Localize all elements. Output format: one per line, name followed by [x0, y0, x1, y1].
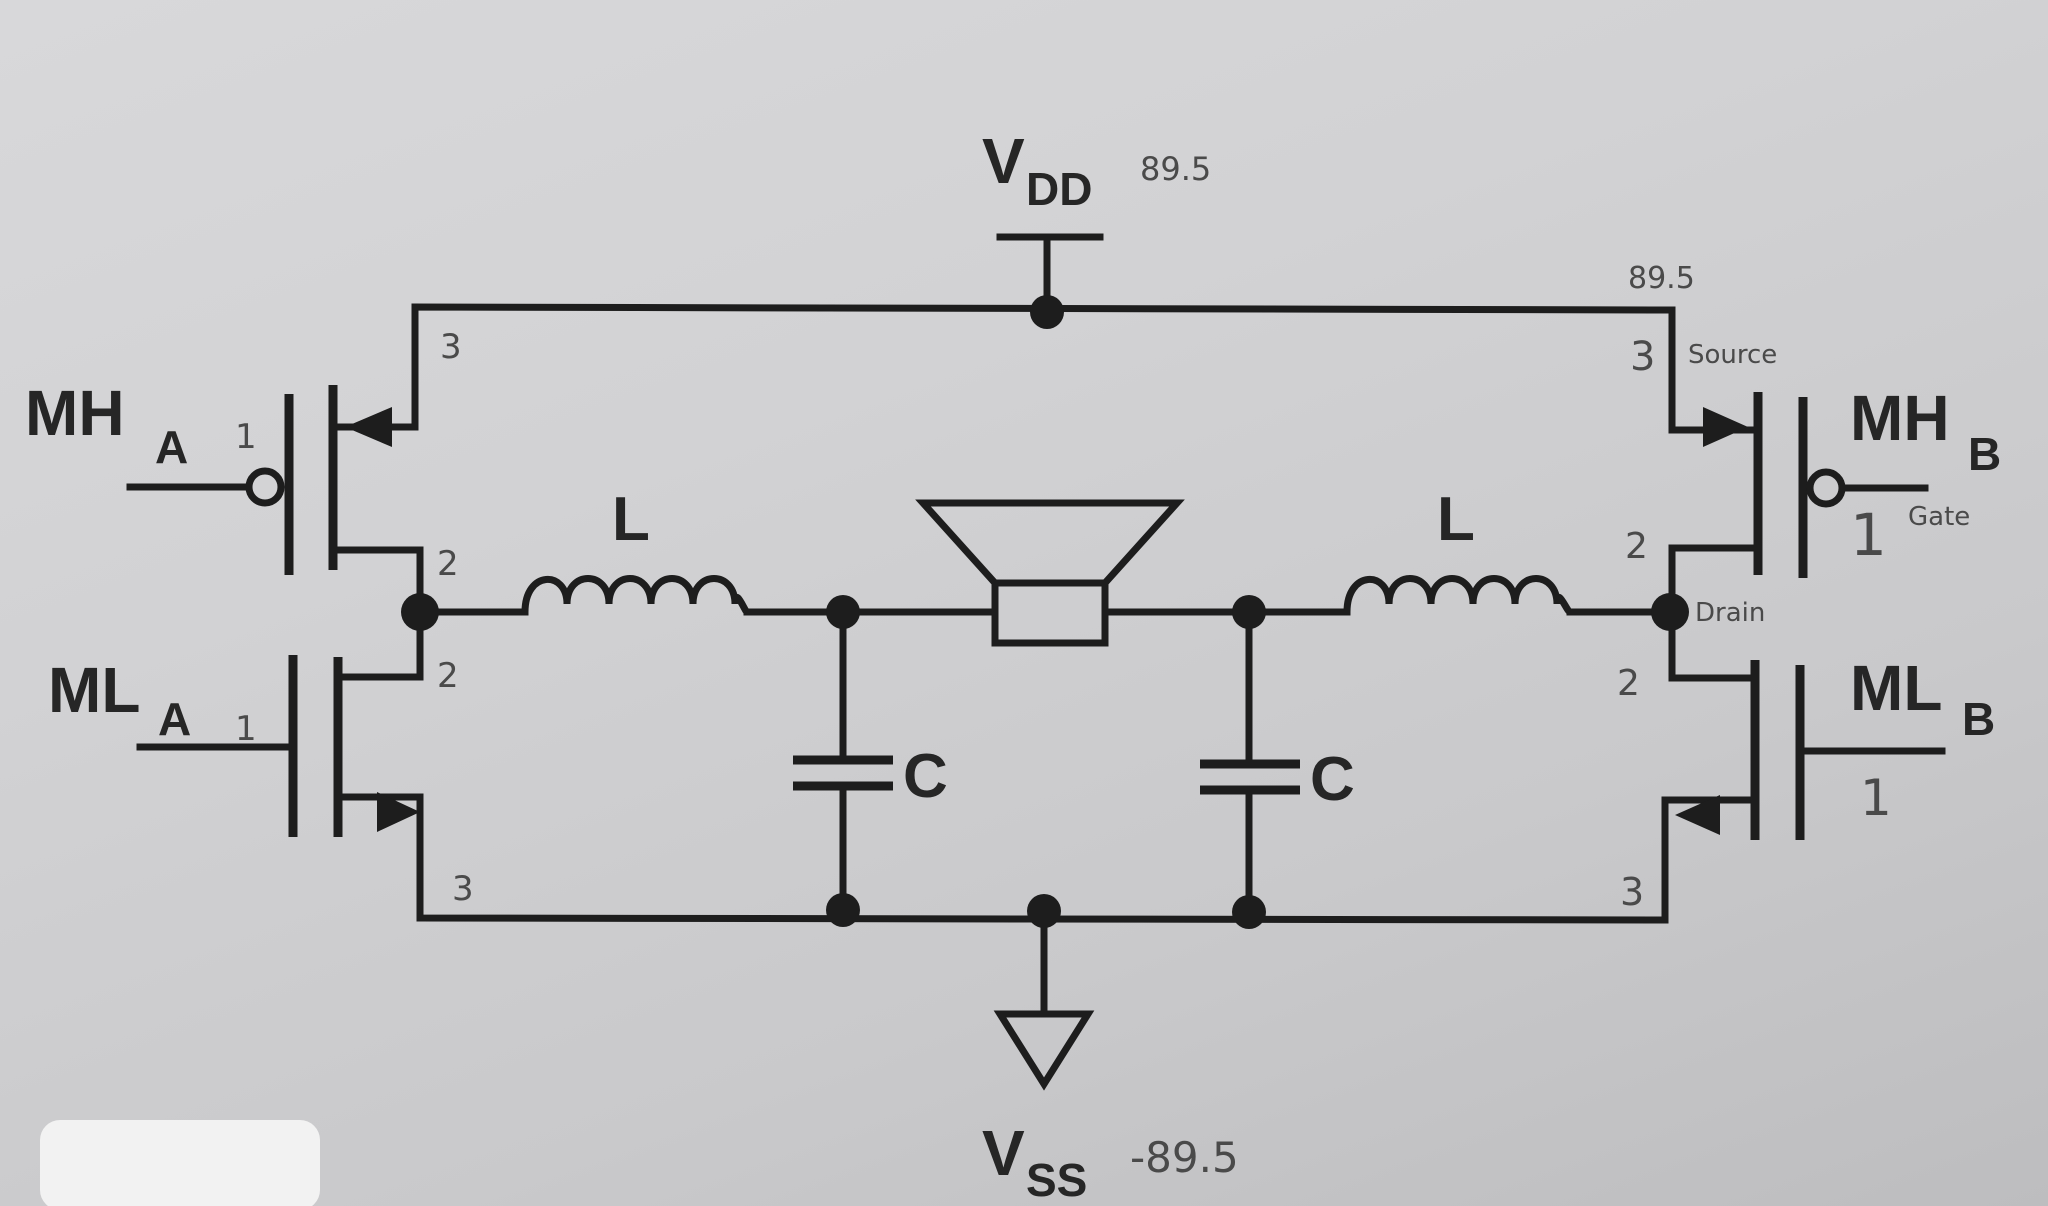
mha-label: MH — [25, 377, 125, 449]
inductor-left-label: L — [612, 485, 650, 554]
mlb-label: ML — [1850, 652, 1942, 724]
capacitor-right-label: C — [1310, 745, 1355, 814]
mlb-transistor — [1661, 608, 1946, 840]
mhb-source-value: 89.5 — [1628, 261, 1695, 296]
vss-label: V — [982, 1117, 1025, 1189]
mla-subscript: A — [158, 693, 191, 745]
sticker-residue — [40, 1120, 320, 1206]
mhb-drain-note: Drain — [1695, 598, 1765, 628]
mla-gate-pin: 1 — [235, 709, 257, 749]
mhb-drain-pin: 2 — [1625, 526, 1648, 567]
mhb-transistor — [1668, 392, 1929, 616]
mhb-label: MH — [1850, 382, 1950, 454]
vss-ground-symbol — [993, 907, 1095, 1091]
mlb-drain-pin: 2 — [1617, 663, 1640, 704]
mla-drain-pin: 2 — [437, 656, 459, 696]
mla-source-pin: 3 — [452, 869, 474, 909]
mla-label: ML — [48, 654, 140, 726]
inductor-left — [416, 575, 847, 616]
mlb-subscript: B — [1962, 693, 1995, 745]
mlb-gate-pin: 1 — [1860, 769, 1892, 827]
mha-gate-pin: 1 — [235, 417, 257, 457]
vss-value: -89.5 — [1130, 1133, 1239, 1182]
speaker-icon — [839, 499, 1253, 647]
mhb-subscript: B — [1968, 428, 2001, 480]
mha-drain-pin: 2 — [437, 544, 459, 584]
mhb-gate-note: Gate — [1908, 502, 1970, 532]
capacitor-left-label: C — [903, 742, 948, 811]
mhb-gate-pin: 1 — [1850, 501, 1887, 569]
mlb-source-pin: 3 — [1620, 870, 1644, 914]
inductor-right — [1245, 575, 1674, 616]
inductor-right-label: L — [1437, 485, 1475, 554]
mhb-source-pin: 3 — [1630, 334, 1655, 380]
vdd-label: V — [982, 125, 1025, 197]
mhb-source-note: Source — [1688, 340, 1777, 370]
mha-source-pin: 3 — [440, 327, 462, 367]
capacitor-left — [793, 608, 893, 914]
vdd-value: 89.5 — [1140, 150, 1211, 188]
mha-subscript: A — [155, 421, 188, 473]
vdd-junction — [1030, 295, 1064, 329]
vss-subscript: SS — [1026, 1154, 1087, 1206]
mha-transistor — [126, 385, 424, 616]
vdd-subscript: DD — [1026, 163, 1092, 215]
capacitor-right — [1200, 608, 1300, 916]
